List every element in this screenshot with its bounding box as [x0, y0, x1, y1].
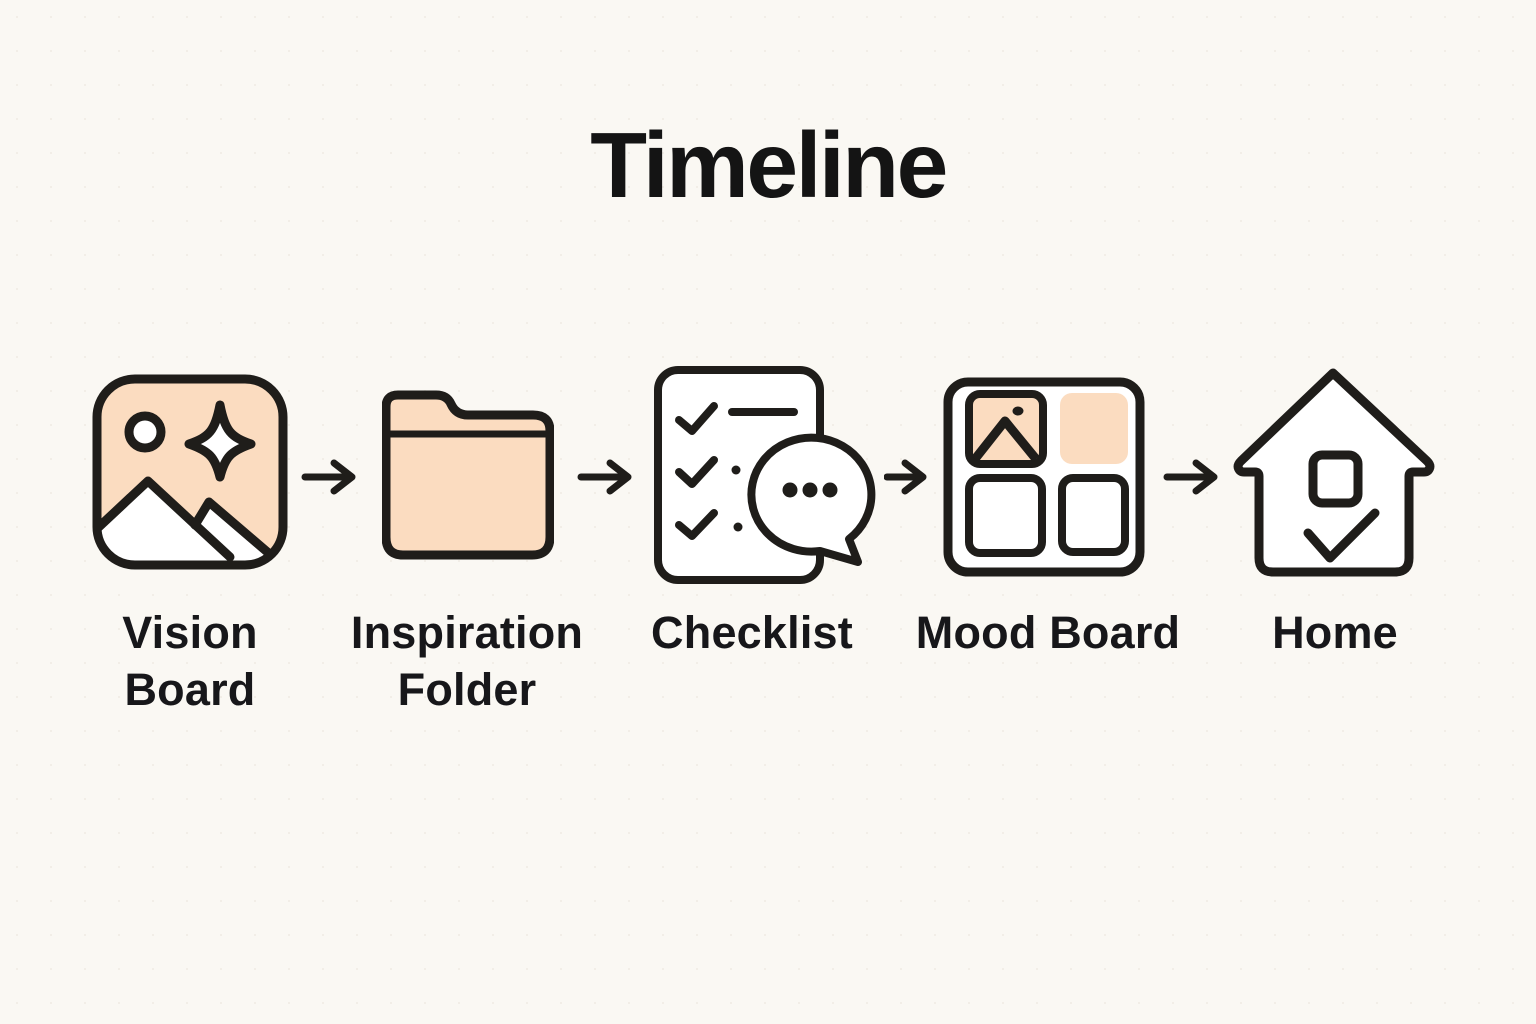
mood-board-grid-icon	[943, 377, 1145, 577]
home-check-icon	[1233, 363, 1435, 578]
vision-board-icon	[92, 374, 288, 570]
step-label-vision-board: Vision Board	[122, 607, 258, 715]
arrow-right-icon	[883, 458, 930, 501]
step-label-home: Home	[1272, 607, 1398, 658]
arrow-right-icon	[301, 458, 363, 501]
step-label-inspiration-folder: Inspiration Folder	[350, 607, 584, 715]
page-title: Timeline	[590, 113, 948, 217]
arrow-right-icon	[1163, 458, 1225, 501]
step-label-mood-board: Mood Board	[915, 607, 1181, 658]
inspiration-folder-icon	[382, 387, 554, 563]
checklist-chat-icon	[652, 364, 878, 586]
step-label-checklist: Checklist	[651, 607, 853, 658]
arrow-right-icon	[577, 458, 639, 501]
